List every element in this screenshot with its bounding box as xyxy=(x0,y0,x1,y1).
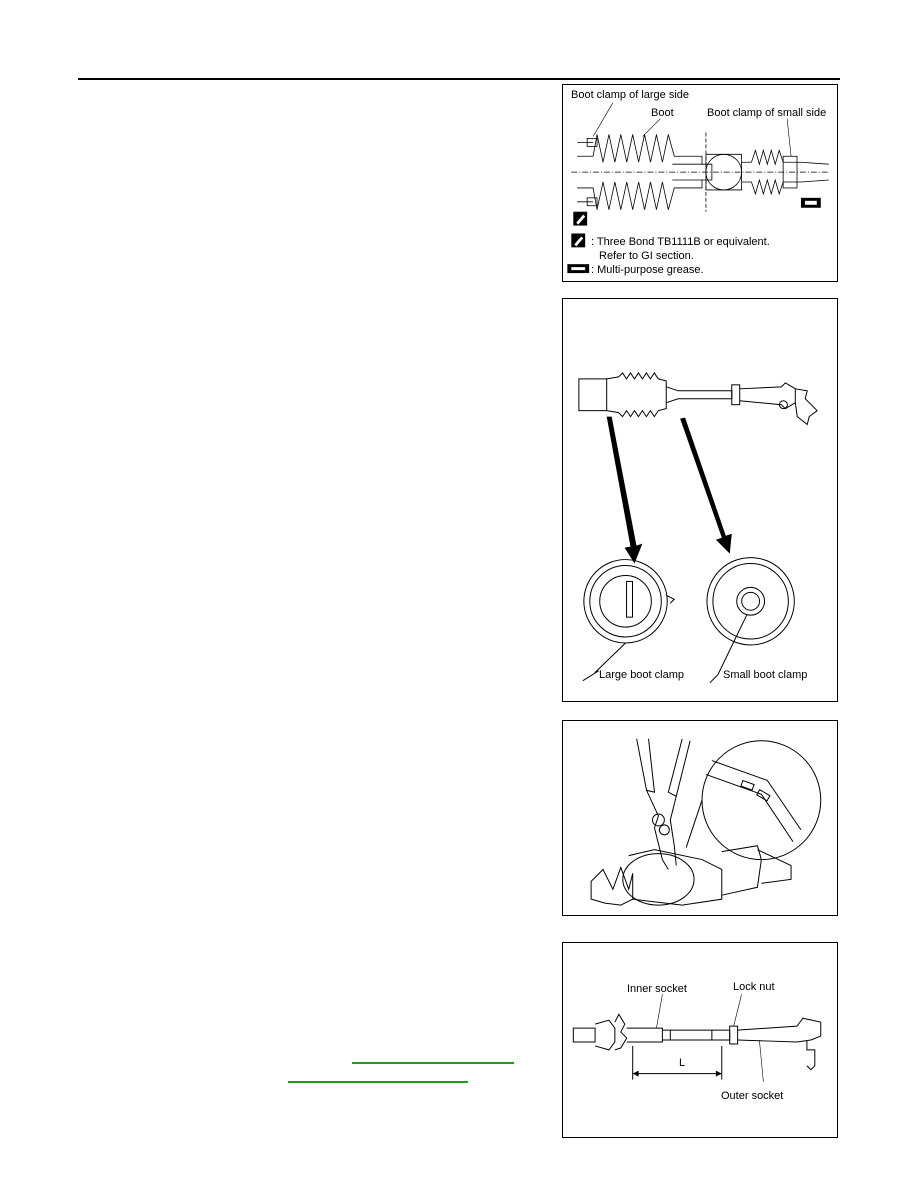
legend-grease: : Multi-purpose grease. xyxy=(591,264,704,276)
label-lock-nut: Lock nut xyxy=(733,981,775,993)
figure-pliers-crimping xyxy=(562,720,838,916)
label-inner-socket: Inner socket xyxy=(627,983,687,995)
label-dimension-l: L xyxy=(679,1057,686,1069)
figure-boot-clamp-section: Boot clamp of large side Boot Boot clamp… xyxy=(562,84,838,282)
sealant-icon xyxy=(573,211,588,226)
label-small-boot-clamp: Small boot clamp xyxy=(723,669,808,681)
sealant-icon xyxy=(571,233,586,248)
figure-boot-clamps: Large boot clamp Small boot clamp xyxy=(562,298,838,702)
label-outer-socket: Outer socket xyxy=(721,1090,784,1102)
tie-rod-drawing xyxy=(572,994,822,1082)
grease-icon xyxy=(800,197,821,208)
reference-link-underline[interactable] xyxy=(288,1081,468,1083)
figure-tie-rod-length: Inner socket Lock nut L Outer socket xyxy=(562,942,838,1138)
label-large-boot-clamp: Large boot clamp xyxy=(599,669,684,681)
grease-icon xyxy=(567,264,590,274)
pliers-drawing xyxy=(590,738,822,906)
reference-link-underline[interactable] xyxy=(352,1062,514,1064)
legend-sealant: : Three Bond TB1111B or equivalent. xyxy=(591,236,770,248)
legend-sealant-ref: Refer to GI section. xyxy=(599,250,694,262)
boot-clamps-drawing xyxy=(578,372,818,684)
label-small-side-clamp: Boot clamp of small side xyxy=(707,107,827,119)
label-boot: Boot xyxy=(651,107,674,119)
header-rule xyxy=(78,78,840,80)
boot-section-drawing xyxy=(567,102,829,274)
label-large-side-clamp: Boot clamp of large side xyxy=(571,89,690,101)
